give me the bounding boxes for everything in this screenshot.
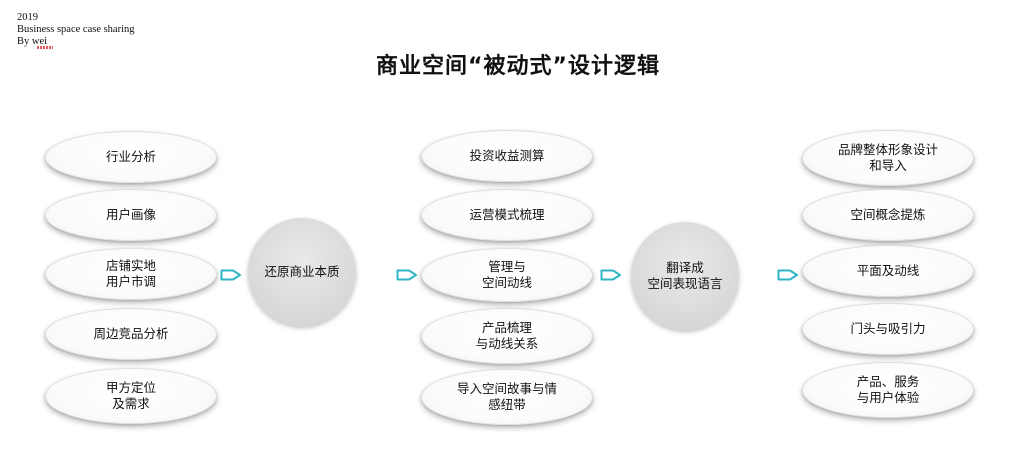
header-note: 2019 Business space case sharing By wei [17, 12, 135, 49]
middle-item: 导入空间故事与情 感纽带 [421, 369, 593, 425]
middle-item: 管理与 空间动线 [421, 248, 593, 302]
left-item: 甲方定位 及需求 [45, 368, 217, 424]
hollow-right-arrow-icon [396, 269, 417, 281]
right-item: 产品、服务 与用户体验 [802, 362, 974, 418]
hollow-right-arrow-icon [777, 269, 798, 281]
middle-item: 运营模式梳理 [421, 189, 593, 241]
header-year: 2019 [17, 12, 38, 23]
middle-item: 投资收益测算 [421, 130, 593, 182]
hub-translate-spatial-language: 翻译成 空间表现语言 [631, 222, 739, 330]
left-item: 用户画像 [45, 189, 217, 241]
hub-restore-business-essence: 还原商业本质 [248, 218, 356, 326]
right-item: 品牌整体形象设计 和导入 [802, 130, 974, 186]
left-item: 周边竞品分析 [45, 308, 217, 360]
right-item: 门头与吸引力 [802, 303, 974, 355]
left-item: 店铺实地 用户市调 [45, 248, 217, 300]
left-item: 行业分析 [45, 131, 217, 183]
header-author: By wei [17, 36, 135, 49]
right-item: 平面及动线 [802, 245, 974, 297]
diagram-title: 商业空间“被动式”设计逻辑 [376, 54, 660, 79]
right-item: 空间概念提炼 [802, 189, 974, 241]
hollow-right-arrow-icon [220, 269, 241, 281]
hollow-right-arrow-icon [600, 269, 621, 281]
header-subtitle: Business space case sharing [17, 24, 135, 35]
middle-item: 产品梳理 与动线关系 [421, 308, 593, 364]
